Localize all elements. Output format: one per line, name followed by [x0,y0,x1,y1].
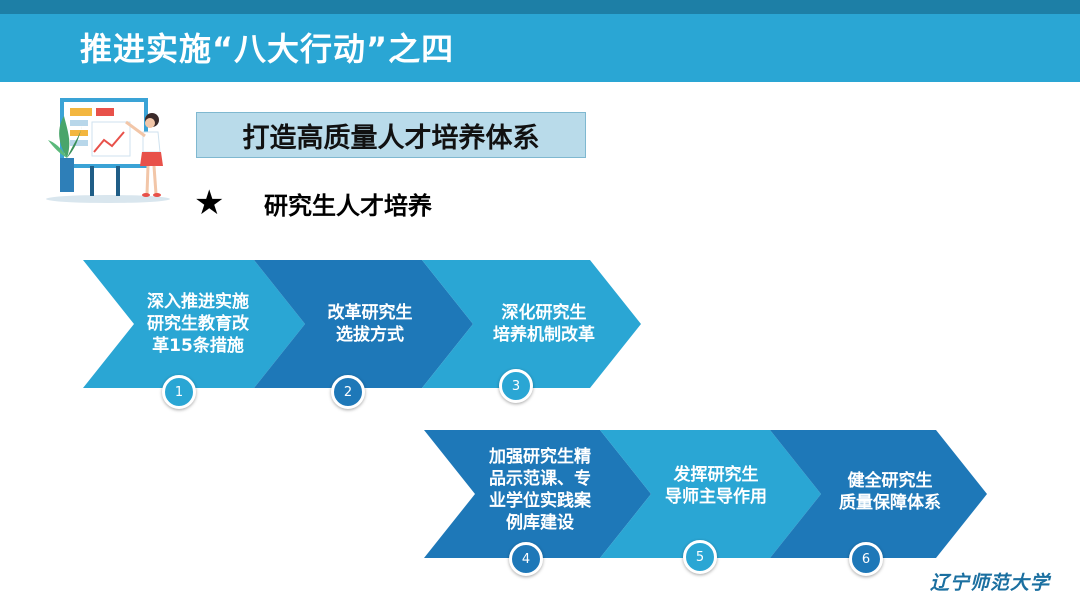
header-bar: 推进实施“八大行动”之四 [0,14,1080,82]
page-title: 推进实施“八大行动”之四 [80,30,455,68]
step-3-number-badge: 3 [499,369,533,403]
chevron-step-3 [422,260,641,388]
step-4-line-2: 品示范课、专 [489,469,591,489]
step-3-text: 深化研究生培养机制改革 [474,284,614,364]
step-6-line-1: 健全研究生 [847,471,933,491]
step-4-line-3: 业学位实践案 [489,491,591,511]
section-label: 研究生人才培养 [264,192,432,220]
step-5-line-1: 发挥研究生 [673,465,759,485]
chevron-step-1 [83,260,305,388]
chevron-step-6 [770,430,987,558]
chevron-step-4 [424,430,651,558]
university-logo: 辽宁师范大学 [930,572,1051,594]
header-top-strip [0,0,1080,14]
step-4-line-4: 例库建设 [506,513,574,533]
subtitle-text: 打造高质量人才培养体系 [242,122,540,154]
step-5-number-badge: 5 [683,540,717,574]
step-4-number-badge: 4 [509,542,543,576]
step-1-line-3: 革15条措施 [152,336,244,356]
step-3-line-1: 深化研究生 [501,303,587,323]
chevron-step-5 [600,430,821,558]
subtitle-box: 打造高质量人才培养体系 [196,112,586,158]
step-5-text: 发挥研究生导师主导作用 [646,446,786,526]
step-4-text: 加强研究生精品示范课、专业学位实践案例库建设 [470,438,610,542]
step-1-number-badge: 1 [162,375,196,409]
step-6-line-2: 质量保障体系 [839,493,941,513]
step-5-line-2: 导师主导作用 [665,487,767,507]
star-icon: ★ [194,183,225,223]
step-2-line-2: 选拔方式 [336,325,404,345]
presenter-illustration-icon [46,98,170,203]
chevron-step-2 [254,260,473,388]
step-1-text: 深入推进实施研究生教育改革15条措施 [128,284,268,364]
step-6-number-badge: 6 [849,542,883,576]
step-6-text: 健全研究生质量保障体系 [820,452,960,532]
step-4-line-1: 加强研究生精 [489,447,591,467]
step-2-line-1: 改革研究生 [327,303,413,323]
step-1-line-1: 深入推进实施 [147,292,249,312]
step-2-text: 改革研究生选拔方式 [300,284,440,364]
step-2-number-badge: 2 [331,375,365,409]
step-3-line-2: 培养机制改革 [493,325,595,345]
step-1-line-2: 研究生教育改 [147,314,249,334]
